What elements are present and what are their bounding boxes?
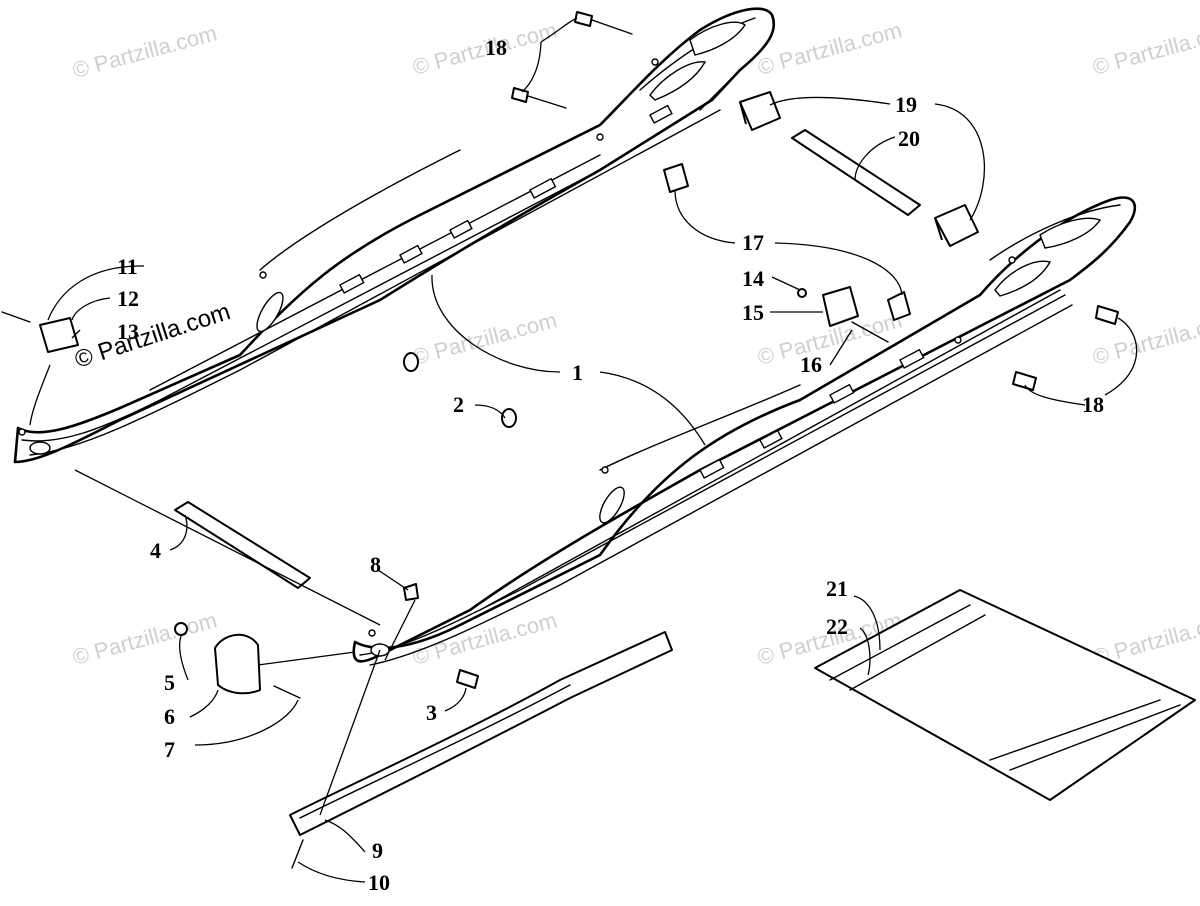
callout-labels: 18 19 20 17 14 15 16 18 11 12 13 1 2 4 8… [117,35,1104,895]
callout-2: 2 [453,392,464,417]
cushion-block-icon [739,91,781,131]
callout-9: 9 [372,838,383,863]
wear-strip-icon [289,631,673,836]
callout-22: 22 [826,614,848,639]
callout-17: 17 [742,230,764,255]
left-slide-rail [13,7,776,464]
callout-3: 3 [426,700,437,725]
bolt-icon [456,669,479,689]
hardware-parts [1,11,1196,869]
callout-15: 15 [742,300,764,325]
axle-icon [174,501,311,589]
cushion-block-icon [934,204,979,247]
spacer-icon [887,291,911,321]
callout-8: 8 [370,552,381,577]
bolt-icon [1095,305,1119,325]
bolt-icon [511,87,529,103]
callout-18: 18 [1082,392,1104,417]
callout-6: 6 [164,704,175,729]
watermark-text: © Partzilla.com [755,17,905,80]
callout-16: 16 [800,352,822,377]
bushing-icon [403,583,419,601]
bolt-icon [1012,371,1037,391]
nut-icon [797,288,807,298]
spacer-icon [663,163,689,193]
nut-icon [174,622,188,636]
track-section-icon [814,589,1196,801]
callout-13: 13 [117,319,139,344]
callout-18: 18 [485,35,507,60]
watermark-text: © Partzilla.com [410,307,560,370]
bolt-icon [574,11,593,27]
callout-20: 20 [898,126,920,151]
leader-lines [29,17,1138,883]
watermark-text-dark: © Partzilla.com [72,298,234,374]
callout-4: 4 [150,538,161,563]
callout-5: 5 [164,670,175,695]
block-icon [822,286,859,327]
callout-10: 10 [368,870,390,895]
bumper-icon [39,317,79,353]
callout-12: 12 [117,286,139,311]
right-slide-rail [352,196,1136,666]
callout-7: 7 [164,737,175,762]
watermark-text: © Partzilla.com [70,20,220,83]
watermark-text: © Partzilla.com [1090,17,1200,80]
callout-1: 1 [572,360,583,385]
washer-icon [403,352,419,372]
callout-11: 11 [117,254,138,279]
callout-19: 19 [895,92,917,117]
watermark-text: © Partzilla.com [70,607,220,670]
callout-14: 14 [742,266,764,291]
callout-21: 21 [826,576,848,601]
washer-icon [501,408,517,428]
end-cap-icon [214,633,261,695]
